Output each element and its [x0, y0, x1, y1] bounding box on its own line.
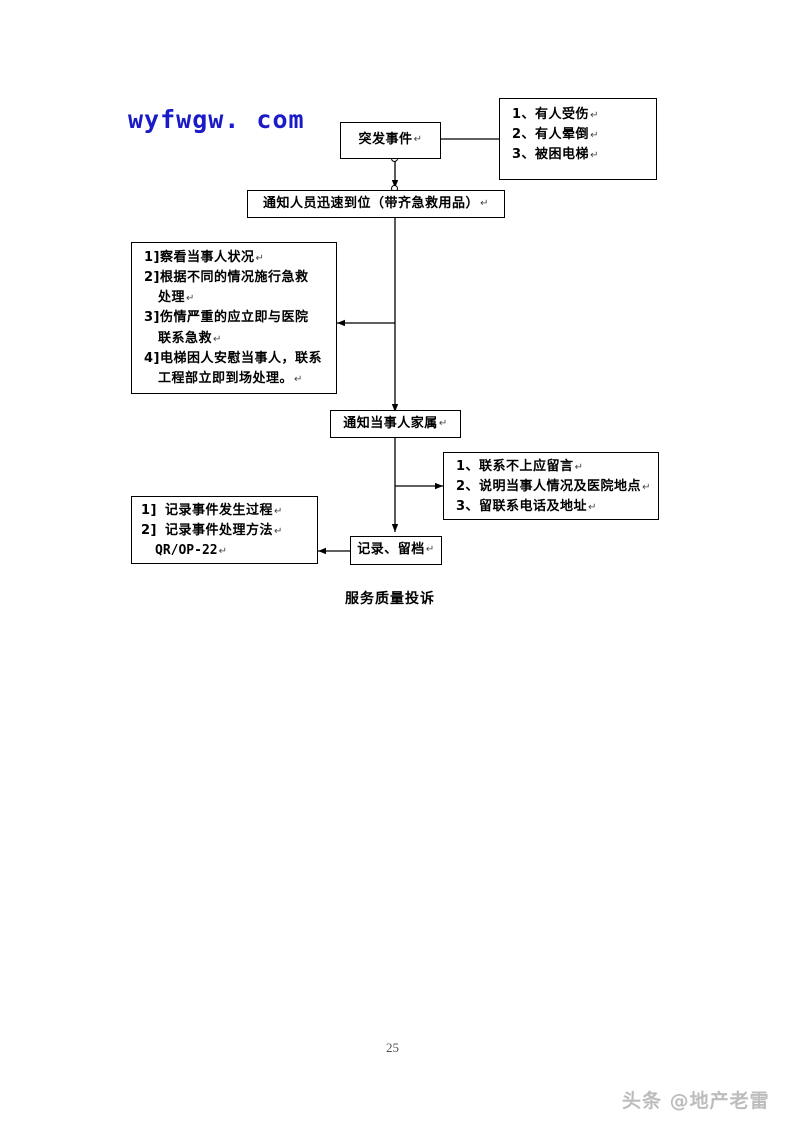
footer-watermark: 头条 @地产老雷	[622, 1090, 770, 1112]
pilcrow-mark: ↵	[218, 546, 228, 558]
node-family-contact-notes[interactable]: 1、联系不上应留言↵ 2、说明当事人情况及医院地点↵ 3、留联系电话及地址↵	[443, 452, 659, 520]
node-notify-staff[interactable]: 通知人员迅速到位（带齐急救用品）↵	[247, 190, 505, 218]
node-incident[interactable]: 突发事件↵	[340, 122, 441, 159]
list-item-text: 有人晕倒	[535, 127, 590, 143]
site-logo-watermark: wyfwgw. com	[128, 105, 305, 134]
node-first-aid-steps[interactable]: 1]察看当事人状况↵ 2]根据不同的情况施行急救 处理↵ 3]伤情严重的应立即与…	[131, 242, 337, 394]
list-item-number: 2]	[144, 270, 160, 286]
pilcrow-mark: ↵	[274, 506, 283, 517]
pilcrow-mark: ↵	[274, 526, 283, 538]
list-item-continuation: 联系急救↵	[144, 329, 326, 349]
list-item-number: 2]	[141, 523, 157, 539]
list-item-number: 1]	[141, 503, 157, 518]
pilcrow-mark	[309, 313, 310, 324]
pilcrow-mark: ↵	[590, 150, 599, 162]
list-item-text: QR/OP-22	[155, 543, 218, 559]
pilcrow-mark: ↵	[574, 462, 584, 473]
pilcrow-mark: ↵	[642, 482, 651, 494]
list-item-text: 联系急救	[158, 330, 213, 346]
node-record-file-label: 记录、留档	[357, 542, 425, 558]
node-incident-label: 突发事件	[358, 132, 413, 148]
pilcrow-mark	[309, 273, 310, 284]
list-item-text: 留联系电话及地址	[479, 499, 588, 515]
node-record-file[interactable]: 记录、留档↵	[350, 536, 442, 565]
list-item: 1、联系不上应留言↵	[456, 457, 648, 477]
pilcrow-mark: ↵	[413, 134, 423, 146]
list-item-number: 3、	[512, 147, 536, 163]
list-item-text: 察看当事人状况	[160, 250, 255, 265]
node-notify-family-label: 通知当事人家属	[343, 415, 438, 431]
list-item-text: 有人受伤	[535, 107, 590, 122]
list-item-number: 3、	[456, 499, 480, 515]
list-item-number: 2、	[512, 127, 536, 143]
list-item: 3、被困电梯↵	[512, 145, 646, 165]
list-item: 1]察看当事人状况↵	[144, 248, 326, 268]
list-item: 2、说明当事人情况及医院地点↵	[456, 477, 651, 497]
list-item-code: QR/OP-22↵	[141, 541, 307, 561]
list-item: 2、有人晕倒↵	[512, 125, 646, 145]
pilcrow-mark: ↵	[425, 544, 435, 556]
list-item: 3]伤情严重的应立即与医院	[144, 308, 326, 328]
list-item-number: 4]	[144, 350, 160, 366]
list-item: 1、有人受伤↵	[512, 105, 646, 125]
list-item-text: 联系不上应留言	[479, 459, 574, 474]
list-item: 3、留联系电话及地址↵	[456, 497, 648, 517]
list-item-continuation: 处理↵	[144, 288, 326, 308]
list-item-text: 电梯困人安慰当事人，联系	[160, 350, 323, 366]
pilcrow-mark: ↵	[590, 110, 599, 121]
page-number: 25	[386, 1040, 399, 1055]
node-notify-family[interactable]: 通知当事人家属↵	[330, 410, 461, 438]
list-item-text: 处理	[158, 290, 186, 306]
list-item-number: 1、	[512, 107, 536, 122]
pilcrow-mark: ↵	[255, 253, 265, 264]
list-item: 2] 记录事件处理方法↵	[141, 521, 307, 541]
node-incident-types[interactable]: 1、有人受伤↵ 2、有人晕倒↵ 3、被困电梯↵	[499, 98, 657, 180]
node-notify-staff-label: 通知人员迅速到位（带齐急救用品）	[263, 195, 480, 211]
list-item-continuation: 工程部立即到场处理。↵	[144, 369, 326, 389]
list-item-number: 3]	[144, 310, 160, 326]
list-item-number: 1]	[144, 250, 160, 265]
list-item-number: 1、	[456, 459, 480, 474]
pilcrow-mark: ↵	[294, 373, 303, 385]
list-item-text: 记录事件处理方法	[165, 523, 274, 539]
node-record-steps[interactable]: 1]记录事件发生过程↵ 2]记录事件处理方法↵ QR/OP-22↵	[131, 496, 318, 564]
list-item-number: 2、	[456, 479, 480, 495]
list-item: 4]电梯困人安慰当事人，联系	[144, 349, 326, 369]
pilcrow-mark: ↵	[480, 197, 489, 209]
list-item-text: 伤情严重的应立即与医院	[160, 310, 309, 326]
figure-caption: 服务质量投诉	[345, 591, 435, 607]
list-item-text: 记录事件发生过程	[165, 503, 274, 518]
list-item-text: 被困电梯	[535, 147, 590, 163]
pilcrow-mark: ↵	[588, 502, 597, 514]
pilcrow-mark	[322, 354, 323, 365]
list-item: 2]根据不同的情况施行急救	[144, 268, 326, 288]
pilcrow-mark: ↵	[186, 293, 195, 305]
pilcrow-mark: ↵	[438, 417, 448, 429]
list-item-text: 工程部立即到场处理。	[158, 370, 294, 386]
list-item-text: 说明当事人情况及医院地点	[479, 479, 642, 495]
list-item: 1] 记录事件发生过程↵	[141, 501, 307, 521]
pilcrow-mark: ↵	[213, 333, 222, 345]
pilcrow-mark: ↵	[590, 130, 599, 142]
list-item-text: 根据不同的情况施行急救	[160, 270, 309, 286]
